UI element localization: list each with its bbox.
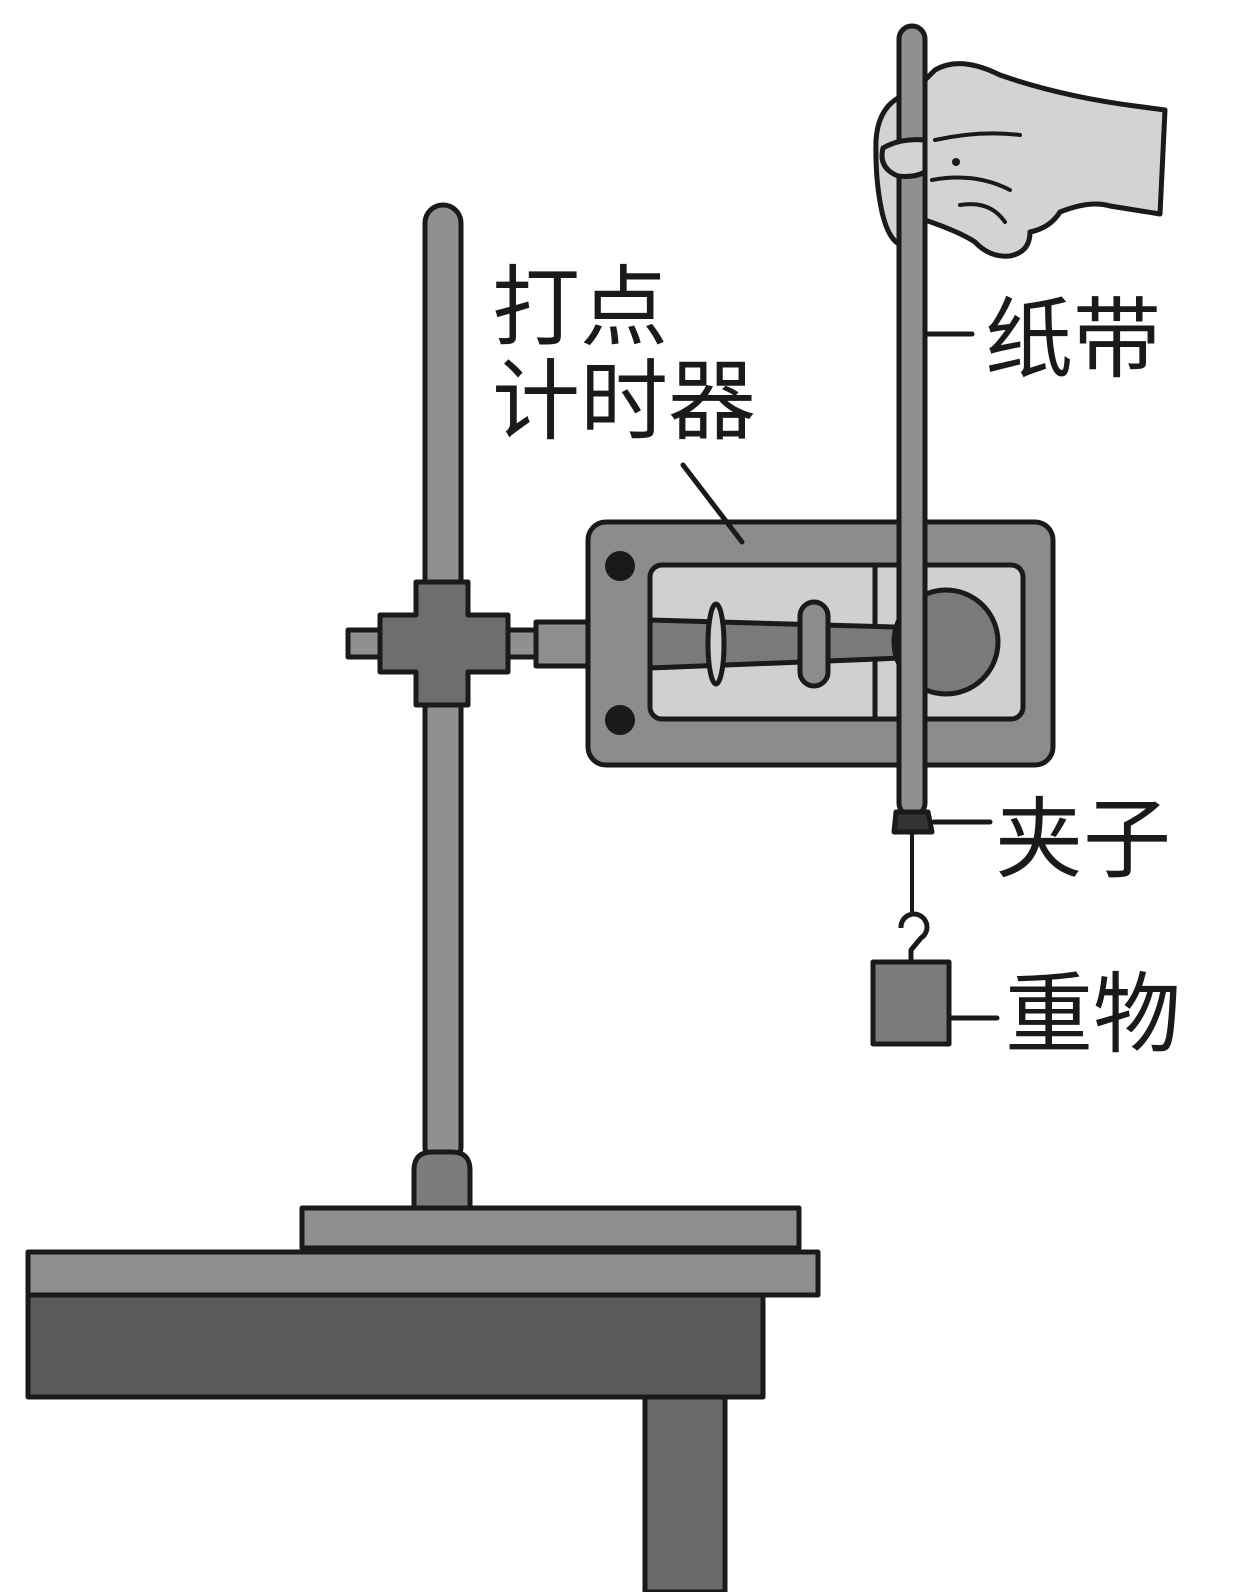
thumb-nail <box>879 137 928 179</box>
stand-base <box>299 1205 802 1251</box>
timer-screw-bottom <box>605 705 635 735</box>
label-weight: 重物 <box>1005 963 1181 1066</box>
table-apron <box>25 1292 766 1400</box>
table-top <box>25 1249 821 1298</box>
weight-block <box>870 959 952 1047</box>
arm-ring-1 <box>705 601 727 687</box>
vibrator-arm <box>647 617 931 671</box>
timer-leader-line <box>680 462 745 545</box>
label-timer-line1: 打点 <box>492 256 668 359</box>
leader-lines <box>680 331 1000 1021</box>
ticker-timer <box>585 519 1056 768</box>
cross-clamp <box>377 579 511 708</box>
knuckle-dot <box>952 158 960 166</box>
table-leg <box>642 1392 728 1592</box>
hand-finger-lines <box>930 131 1022 224</box>
hand-palm <box>922 61 1168 259</box>
label-timer-line2: 计时器 <box>492 350 756 453</box>
clip <box>891 809 935 835</box>
stand-pole-foot <box>411 1149 473 1211</box>
hook <box>898 911 930 962</box>
timer-screw-top <box>605 551 635 581</box>
paper-tape-group <box>870 23 952 1047</box>
label-paper-tape: 纸带 <box>985 288 1161 391</box>
hand <box>873 61 1168 259</box>
label-clip: 夹子 <box>995 788 1171 891</box>
table <box>25 1249 821 1592</box>
arm-ring-2 <box>797 599 831 689</box>
